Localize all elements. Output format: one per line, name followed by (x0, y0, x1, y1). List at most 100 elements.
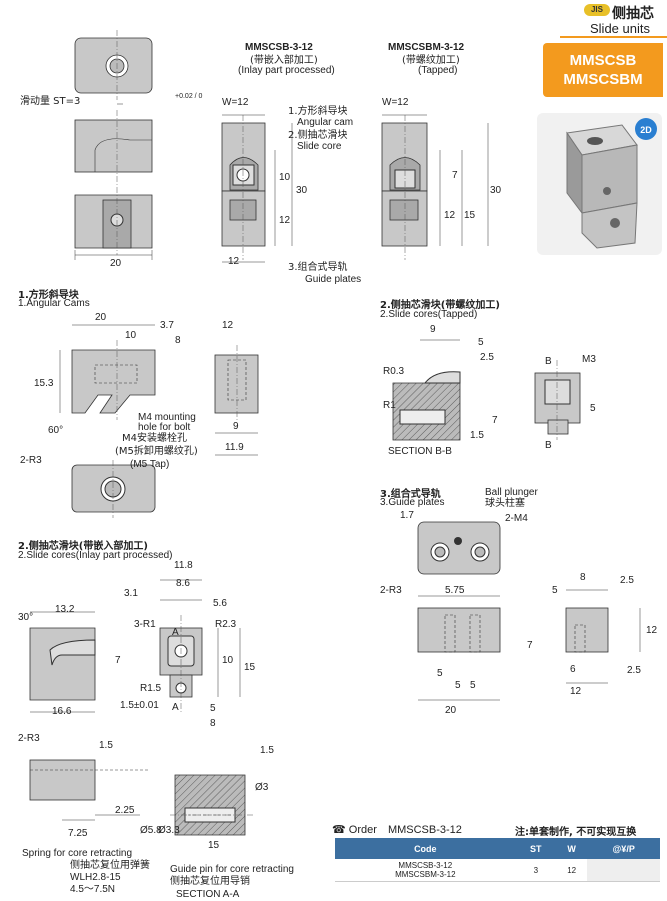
s2a-dim-5: 5 (210, 703, 216, 714)
callout-guide-plates-cn: 3.组合式导轨 (288, 262, 348, 273)
s2a-r23: R2.3 (215, 619, 237, 630)
s3-dim-7: 7 (527, 640, 533, 651)
section-a-a (170, 774, 255, 836)
banner-line1: MMSCSB (569, 52, 637, 69)
s3-dim-5a: 5 (437, 668, 443, 679)
s2a-dim-225: 2.25 (115, 805, 135, 816)
angular-cam-bottom-view (71, 460, 156, 518)
s2b-dim-7: 7 (492, 415, 498, 426)
s2b-dim-5: 5 (478, 337, 484, 348)
row-code-1: MMSCSB-3-12 (398, 861, 453, 870)
slide-core-end-view (159, 579, 241, 712)
s2a-dim-58: Ø5.8 (140, 825, 162, 836)
section2a-title-cn: 2.侧抽芯滑块(带嵌入部加工) (18, 541, 148, 552)
s1-dim-8: 8 (175, 335, 181, 346)
s2b-marker-b-bottom: B (545, 440, 552, 451)
s1-dim-10: 10 (125, 330, 137, 341)
s3-dim-5b: 5 (455, 680, 461, 691)
section-a-a-label: SECTION A-A (176, 889, 240, 900)
phone-icon: ☎ (332, 824, 346, 836)
s1-r3: 2-R3 (20, 455, 42, 466)
s1-dim-20: 20 (95, 312, 107, 323)
title-cn: 侧抽芯 (612, 6, 654, 22)
s2a-dim-7: 7 (115, 655, 121, 666)
jis-badge: JIS (584, 4, 610, 16)
dim-12-bottom: 12 (228, 256, 240, 267)
header-rule (560, 36, 667, 38)
callout-slide-core-en: Slide core (297, 141, 342, 152)
s3-dim-8: 8 (580, 572, 586, 583)
slide-core-front-view (29, 611, 96, 713)
callout-slide-core-cn: 2.侧抽芯滑块 (288, 130, 348, 141)
section3-title-cn: 3.组合式导轨 (380, 489, 441, 500)
s3-dim-575: 5.75 (445, 585, 465, 596)
callout-guide-plates-en: Guide plates (305, 274, 362, 285)
s2a-dim-33: Ø3.3 (158, 825, 180, 836)
guide-pin-en: Guide pin for core retracting (170, 864, 294, 875)
section2b-title-cn: 2.侧抽芯滑块(带螺纹加工) (380, 300, 500, 311)
guide-plate-side-view (565, 589, 641, 684)
dim-12: 12 (279, 215, 291, 226)
left-model-sub-en: (Inlay part processed) (238, 65, 335, 76)
left-model-title: MMSCSB-3-12 (245, 42, 313, 53)
s2a-dim-725: 7.25 (68, 828, 88, 839)
dim-12-right: 12 (444, 210, 456, 221)
s1-angle: 60° (48, 425, 64, 436)
s2b-dim-5b: 5 (590, 403, 596, 414)
section2a-title-en: 2.Slide cores(Inlay part processed) (18, 550, 173, 561)
order-code: MMSCSB-3-12 (387, 824, 462, 836)
tapped-core-section-b-b (392, 339, 461, 441)
row-code-2: MMSCSBM-3-12 (395, 870, 456, 879)
s2b-dim-9: 9 (430, 324, 436, 335)
ball-plunger-cn: 球头柱塞 (485, 498, 525, 509)
s3-dim-17: 1.7 (400, 510, 414, 521)
order-table-header: Code ST W @¥/P (335, 838, 660, 859)
col-code: Code (335, 838, 516, 859)
s1-dim-9: 9 (233, 421, 239, 432)
product-photo: 2D (537, 113, 662, 255)
s3-m4: 2-M4 (505, 513, 528, 524)
s2a-dim-15d: 15 (208, 840, 220, 851)
s1-dim-12: 12 (222, 320, 234, 331)
product-banner: MMSCSB MMSCSBM (543, 43, 663, 97)
m4-en-2: hole for bolt (138, 422, 191, 433)
s2a-dim-56: 5.6 (213, 598, 227, 609)
section1-title-en: 1.Angular Cams (18, 298, 90, 309)
ball-plunger-en: Ball plunger (485, 487, 538, 498)
s2a-r1: 3-R1 (134, 619, 156, 630)
row-price[interactable] (587, 859, 660, 882)
s2a-dim-15tol: 1.5±0.01 (120, 700, 159, 711)
s2a-dim-03: Ø3 (255, 782, 269, 793)
s2b-dim-15: 1.5 (470, 430, 484, 441)
s2a-dim-31: 3.1 (124, 588, 138, 599)
angular-cam-front-view (59, 324, 156, 420)
s3-dim-5c: 5 (470, 680, 476, 691)
order-label: Order (348, 824, 377, 836)
s2a-r3: 2-R3 (18, 733, 40, 744)
dim-15: 15 (464, 210, 476, 221)
s2b-m3: M3 (582, 354, 596, 365)
section3-title-en: 3.Guide plates (380, 497, 445, 508)
s3-dim-5d: 5 (552, 585, 558, 596)
s2a-dim-166: 16.6 (52, 706, 72, 717)
section-a-marker-top: A (172, 627, 179, 638)
s3-dim-6: 6 (570, 664, 576, 675)
s2b-r1: R1 (383, 400, 396, 411)
guide-plate-top-view (417, 521, 501, 597)
s1-dim-119: 11.9 (225, 442, 244, 453)
title-en: Slide units (590, 21, 650, 36)
s2a-dim-86: 8.6 (176, 578, 190, 589)
s2a-dim-10: 10 (222, 655, 234, 666)
dim-10: 10 (279, 172, 291, 183)
s1-dim-37: 3.7 (160, 320, 174, 331)
s3-dim-20: 20 (445, 705, 457, 716)
s2a-dim-8: 8 (210, 718, 216, 729)
s3-r3: 2-R3 (380, 585, 402, 596)
dim-30-right: 30 (490, 185, 502, 196)
s2b-marker-b-top: B (545, 356, 552, 367)
slide-core-spring-view (29, 759, 150, 821)
s2a-dim-15: 1.5 (99, 740, 113, 751)
m4-en-1: M4 mounting (138, 412, 196, 423)
dim-7: 7 (452, 170, 458, 181)
